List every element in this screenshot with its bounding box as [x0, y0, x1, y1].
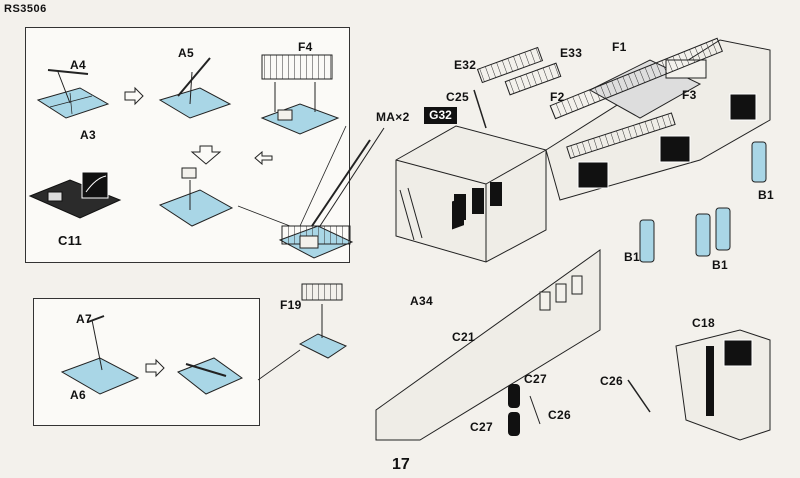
part-subassembly-combined	[158, 167, 234, 227]
part-upper-deck	[545, 37, 771, 201]
part-f19	[298, 283, 348, 359]
label-c18: C18	[692, 316, 715, 330]
part-a6-a7-assembly	[177, 357, 244, 395]
part-c25-ladder	[473, 89, 487, 129]
label-e33: E33	[560, 46, 583, 60]
label-a7: A7	[76, 312, 92, 326]
part-e32-railing	[476, 46, 544, 84]
label-f1: F1	[612, 40, 627, 54]
label-b1-lower: B1	[712, 258, 728, 272]
step-arrow-1	[124, 86, 144, 106]
part-e33-railing	[504, 62, 562, 96]
step-arrow-2	[145, 358, 165, 378]
step-arrow-up	[254, 150, 273, 166]
part-c11-sheet	[28, 171, 122, 219]
label-b1-mid: B1	[624, 250, 640, 264]
label-e32: E32	[454, 58, 477, 72]
label-g32: G32	[424, 107, 457, 124]
label-c27-top: C27	[524, 372, 547, 386]
label-a4: A4	[70, 58, 86, 72]
part-mast-platform	[278, 127, 385, 259]
label-a3: A3	[80, 128, 96, 142]
label-ma2: MA×2	[376, 110, 410, 124]
label-f3: F3	[682, 88, 697, 102]
label-c26-mid: C26	[548, 408, 571, 422]
label-f19: F19	[280, 298, 302, 312]
label-a34: A34	[410, 294, 433, 308]
part-a3-base	[36, 87, 110, 119]
label-a6: A6	[70, 388, 86, 402]
label-c26-right: C26	[600, 374, 623, 388]
part-a6-base	[60, 315, 140, 395]
part-c18-panel	[627, 329, 771, 441]
model-code: RS3506	[4, 3, 47, 15]
label-a5: A5	[178, 46, 194, 60]
label-f4: F4	[298, 40, 313, 54]
part-a4	[47, 69, 89, 75]
label-c11: C11	[58, 233, 83, 248]
subassembly-box-bottom	[33, 298, 260, 426]
part-f4-railing	[260, 54, 340, 135]
part-a5-assembly	[158, 57, 232, 119]
label-c27-bottom: C27	[470, 420, 493, 434]
part-b1-panels	[639, 141, 767, 263]
step-arrow-down	[190, 145, 222, 165]
label-b1-right: B1	[758, 188, 774, 202]
part-main-block	[395, 125, 547, 263]
arrow-a4	[57, 71, 71, 104]
part-c21-hull-side	[375, 249, 601, 441]
label-f2: F2	[550, 90, 565, 104]
label-c25: C25	[446, 90, 469, 104]
label-c21: C21	[452, 330, 475, 344]
page-number: 17	[392, 456, 410, 473]
